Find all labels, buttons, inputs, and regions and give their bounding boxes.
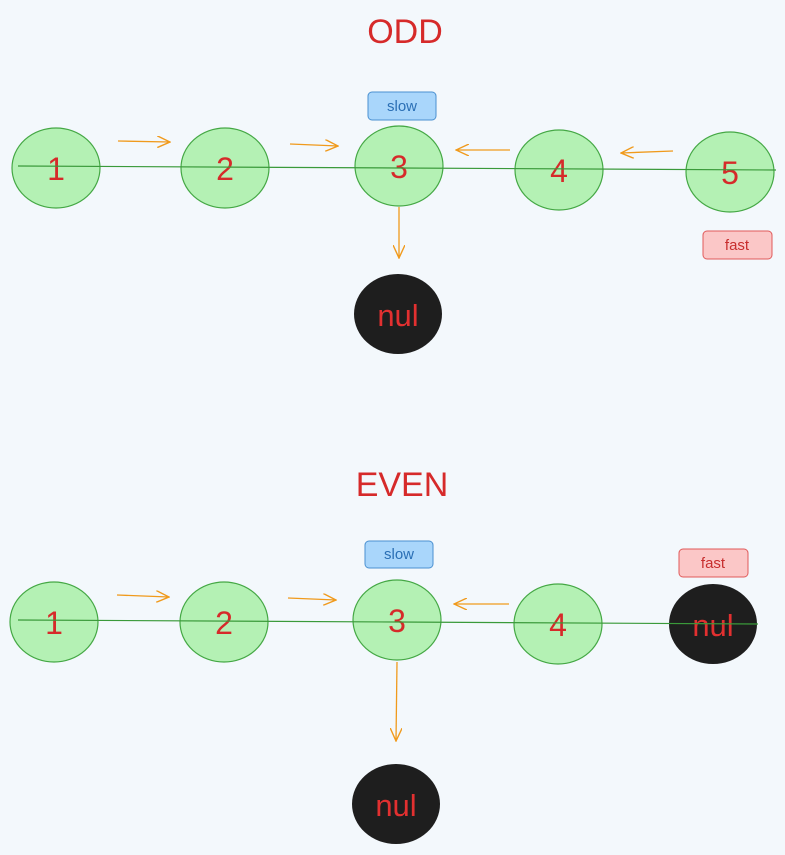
even-fast-tag: fast	[678, 548, 749, 578]
odd-node-5: 5	[685, 131, 775, 213]
odd-node-4: 4	[514, 129, 604, 211]
even-null-end-label: nul	[692, 608, 733, 643]
even-arrow-1-to-2	[116, 595, 169, 597]
odd-null-node: nul	[354, 274, 442, 354]
even-slow-tag: slow	[364, 540, 434, 569]
odd-arrow-2-to-3	[289, 144, 338, 146]
even-node-3: 3	[352, 579, 442, 661]
odd-node-5-label: 5	[721, 155, 739, 191]
even-node-2-label: 2	[215, 605, 233, 641]
even-node-4: 4	[513, 583, 603, 665]
even-section: EVEN 1 2 3 4 nul nul	[9, 466, 759, 844]
odd-node-2: 2	[180, 127, 270, 209]
odd-node-1: 1	[11, 127, 101, 209]
odd-arrow-1-to-2	[117, 141, 170, 142]
odd-node-3: 3	[354, 125, 444, 207]
even-node-1: 1	[9, 581, 99, 663]
even-link-line	[17, 619, 759, 625]
odd-section: ODD 1 2 3 4 5	[11, 13, 777, 354]
odd-arrow-5-to-4	[621, 151, 674, 153]
even-node-4-label: 4	[549, 607, 567, 643]
odd-slow-label: slow	[387, 98, 417, 115]
odd-title: ODD	[367, 13, 443, 51]
odd-null-label: nul	[377, 298, 418, 333]
even-null-label: nul	[375, 788, 416, 823]
even-null-node: nul	[352, 764, 440, 844]
odd-node-4-label: 4	[550, 153, 568, 189]
even-title: EVEN	[356, 466, 449, 504]
odd-node-3-label: 3	[390, 149, 408, 185]
even-arrow-3-to-null	[396, 661, 397, 741]
even-fast-label: fast	[701, 555, 726, 572]
even-node-1-label: 1	[45, 605, 63, 641]
even-node-2: 2	[179, 581, 269, 663]
odd-link-line	[17, 165, 777, 171]
odd-node-2-label: 2	[216, 151, 234, 187]
even-slow-label: slow	[384, 546, 414, 563]
even-node-3-label: 3	[388, 603, 406, 639]
odd-slow-tag: slow	[367, 91, 437, 121]
even-arrow-2-to-3	[287, 598, 336, 600]
odd-fast-label: fast	[725, 237, 750, 254]
odd-node-1-label: 1	[47, 151, 65, 187]
odd-fast-tag: fast	[702, 230, 773, 260]
